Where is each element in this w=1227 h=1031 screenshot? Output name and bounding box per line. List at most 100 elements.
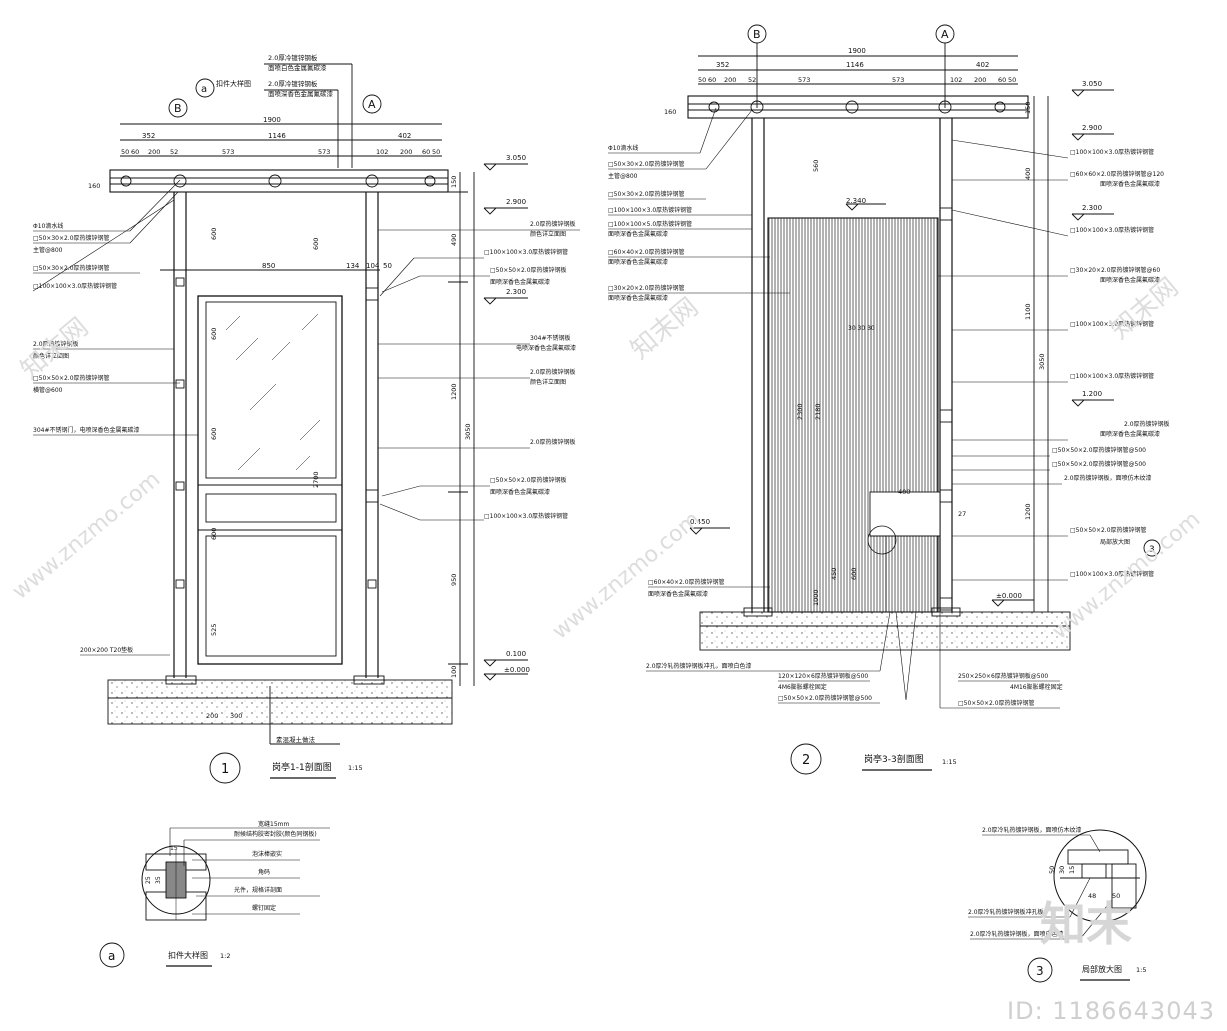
dim-label: 134 — [346, 262, 360, 270]
svg-text:耐候结构胶密封胶(颜色同钢板): 耐候结构胶密封胶(颜色同钢板) — [234, 830, 317, 838]
dim-label: 200 — [148, 148, 160, 156]
dim-label: 3050 — [464, 423, 472, 440]
dim-label: 50 — [432, 148, 440, 156]
svg-text:□100×100×3.0厚热镀锌钢管: □100×100×3.0厚热镀锌钢管 — [484, 248, 568, 256]
svg-text:□50×50×2.0厚热镀锌钢管@500: □50×50×2.0厚热镀锌钢管@500 — [1052, 460, 1146, 468]
svg-text:□100×100×3.0厚热镀锌钢管: □100×100×3.0厚热镀锌钢管 — [1070, 148, 1154, 156]
detail-a-notes: 宽缝15mm 耐候结构胶密封胶(颜色同钢板) 泡沫棒嵌实 角码 光件，规格详剖面… — [234, 820, 317, 912]
dim-label: 200 — [974, 76, 986, 84]
detail-ref-label: 3 — [1149, 545, 1155, 555]
detail-ref-circle — [99, 942, 125, 968]
watermarks: www.znzmo.com www.znzmo.com www.znzmo.co… — [8, 272, 1205, 644]
dim-label: 35 — [155, 876, 162, 884]
svg-text:面喷深香色金属氟碳漆: 面喷深香色金属氟碳漆 — [1100, 430, 1160, 438]
dim-label: 52 — [748, 76, 756, 84]
svg-text:2.0厚热镀锌钢板: 2.0厚热镀锌钢板 — [33, 340, 79, 348]
dim-label: 1200 — [1024, 503, 1032, 520]
svg-text:2.0厚冷轧热镀锌钢板冲孔板: 2.0厚冷轧热镀锌钢板冲孔板 — [968, 908, 1044, 916]
svg-text:□100×100×3.0厚热镀锌钢管: □100×100×3.0厚热镀锌钢管 — [1070, 320, 1154, 328]
svg-text:□100×100×3.0厚热镀锌钢管: □100×100×3.0厚热镀锌钢管 — [33, 282, 117, 290]
svg-text:4M6膨胀螺栓固定: 4M6膨胀螺栓固定 — [778, 683, 827, 691]
svg-text:2.0厚热镀锌钢板: 2.0厚热镀锌钢板 — [1124, 420, 1170, 428]
svg-text:2.300: 2.300 — [506, 288, 526, 296]
svg-text:Φ10滴水线: Φ10滴水线 — [33, 222, 63, 230]
view-number-circle — [790, 743, 822, 775]
svg-text:□100×100×3.0厚热镀锌钢管: □100×100×3.0厚热镀锌钢管 — [1070, 226, 1154, 234]
dim-label: 50 — [698, 76, 706, 84]
dim-label: 160 — [88, 182, 100, 190]
dim-label: 1000 — [812, 589, 820, 606]
svg-text:□100×100×5.0厚热镀锌钢管: □100×100×5.0厚热镀锌钢管 — [608, 220, 692, 228]
svg-text:120×120×6厚热镀锌钢板@500: 120×120×6厚热镀锌钢板@500 — [778, 672, 868, 680]
detail-ref-circle — [1143, 539, 1161, 557]
section-1-1: B A a 扣件大样图 2.0厚冷镀锌钢板 面喷白色金属氟碳漆 2.0厚冷镀锌钢… — [32, 53, 580, 784]
dim-label: 352 — [142, 132, 155, 140]
svg-text:Φ10滴水线: Φ10滴水线 — [608, 144, 638, 152]
dim-label: 400 — [1024, 168, 1032, 180]
svg-text:2.0厚热镀锌钢板: 2.0厚热镀锌钢板 — [530, 220, 576, 228]
dim-label: 600 — [312, 238, 320, 250]
svg-text:□50×50×2.0厚热镀锌钢管: □50×50×2.0厚热镀锌钢管 — [958, 699, 1035, 707]
dim-label: 1146 — [268, 132, 286, 140]
svg-text:局部放大图: 局部放大图 — [1100, 538, 1130, 546]
dim-label: 200 — [724, 76, 736, 84]
svg-text:2.0厚冷轧热镀锌钢板冲孔，面喷白色漆: 2.0厚冷轧热镀锌钢板冲孔，面喷白色漆 — [646, 662, 752, 670]
svg-text:www.znzmo.com: www.znzmo.com — [548, 507, 705, 645]
dim-label: 525 — [210, 624, 218, 636]
svg-text:2.340: 2.340 — [846, 197, 866, 205]
dim-label: 2300 — [796, 403, 804, 420]
svg-text:www.znzmo.com: www.znzmo.com — [8, 467, 165, 605]
dim-label: 102 — [376, 148, 388, 156]
right-notes: 2.0厚热镀锌钢板 颜色详立面图 □100×100×3.0厚热镀锌钢管 □50×… — [484, 220, 576, 520]
svg-text:横管@600: 横管@600 — [33, 386, 63, 394]
detail-scale: 1:2 — [220, 952, 230, 960]
detail-ref-circle — [195, 78, 215, 98]
detail-3: 48 50 50 30 15 2.0厚冷轧热镀锌钢板，面喷仿木纹漆 2.0厚冷轧… — [968, 826, 1147, 983]
dim-label: 450 — [830, 568, 838, 580]
svg-text:2.0厚热镀锌钢板，面喷仿木纹漆: 2.0厚热镀锌钢板，面喷仿木纹漆 — [1064, 474, 1152, 482]
svg-text:±0.000: ±0.000 — [504, 666, 530, 674]
dim-label: 200 — [400, 148, 412, 156]
grid-label-a: A — [368, 98, 376, 111]
grid-label-b: B — [174, 102, 182, 115]
detail-title: 局部放大图 — [1082, 964, 1122, 974]
dim-label: 573 — [222, 148, 234, 156]
svg-text:□50×30×2.0厚热镀锌钢管: □50×30×2.0厚热镀锌钢管 — [608, 190, 685, 198]
view-number: 1 — [221, 762, 229, 777]
dim-label: 150 — [1024, 102, 1032, 114]
dim-label: 850 — [262, 262, 275, 270]
svg-text:□60×60×2.0厚热镀锌钢管@120: □60×60×2.0厚热镀锌钢管@120 — [1070, 170, 1164, 178]
svg-text:颜色详立面图: 颜色详立面图 — [530, 230, 566, 238]
svg-text:面喷深香色金属氟碳漆: 面喷深香色金属氟碳漆 — [1100, 276, 1160, 284]
detail-ref-label: a — [108, 949, 115, 963]
detail-scale: 1:5 — [1136, 966, 1146, 974]
svg-text:2.0厚冷轧热镀锌钢板，面喷仿木纹漆: 2.0厚冷轧热镀锌钢板，面喷仿木纹漆 — [982, 826, 1082, 834]
dim-label: 600 — [210, 328, 218, 340]
top-note: 面喷深香色金属氟碳漆 — [268, 89, 334, 98]
svg-text:2.300: 2.300 — [1082, 204, 1102, 212]
dim-label: 50 — [383, 262, 392, 270]
svg-text:颜色详立面图: 颜色详立面图 — [33, 352, 69, 360]
grid-circle-b — [168, 98, 188, 118]
elevation-marks: 3.050 2.900 2.340 2.300 1.200 0.450 ±0.0… — [689, 80, 1114, 607]
dim-label: 400 — [898, 488, 910, 496]
svg-text:304#不锈钢门，电喷深香色金属氟碳漆: 304#不锈钢门，电喷深香色金属氟碳漆 — [33, 426, 139, 434]
section-3-3: B A 1900 352 1146 402 50 60 200 52 573 5… — [608, 24, 1170, 775]
dim-label: 100 — [450, 666, 458, 678]
svg-text:主管@800: 主管@800 — [608, 172, 638, 180]
svg-text:面喷深香色金属氟碳漆: 面喷深香色金属氟碳漆 — [648, 590, 708, 598]
svg-text:□60×40×2.0厚热镀锌钢管: □60×40×2.0厚热镀锌钢管 — [648, 578, 725, 586]
svg-text:面喷深香色金属氟碳漆: 面喷深香色金属氟碳漆 — [608, 294, 668, 302]
dim-label: 1900 — [263, 116, 281, 124]
dim-label: 60 — [708, 76, 716, 84]
svg-text:螺钉固定: 螺钉固定 — [252, 904, 276, 912]
dim-label: 352 — [716, 61, 729, 69]
dim-label: 2700 — [312, 471, 320, 488]
svg-text:□50×50×2.0厚热镀锌钢管@500: □50×50×2.0厚热镀锌钢管@500 — [1052, 446, 1146, 454]
detail-ref-text: 扣件大样图 — [216, 79, 251, 88]
svg-text:304#不锈钢板: 304#不锈钢板 — [530, 334, 570, 342]
dim-label: 102 — [950, 76, 962, 84]
svg-text:□50×30×2.0厚热镀锌钢管: □50×30×2.0厚热镀锌钢管 — [33, 234, 110, 242]
dim-label: 560 — [812, 160, 820, 172]
